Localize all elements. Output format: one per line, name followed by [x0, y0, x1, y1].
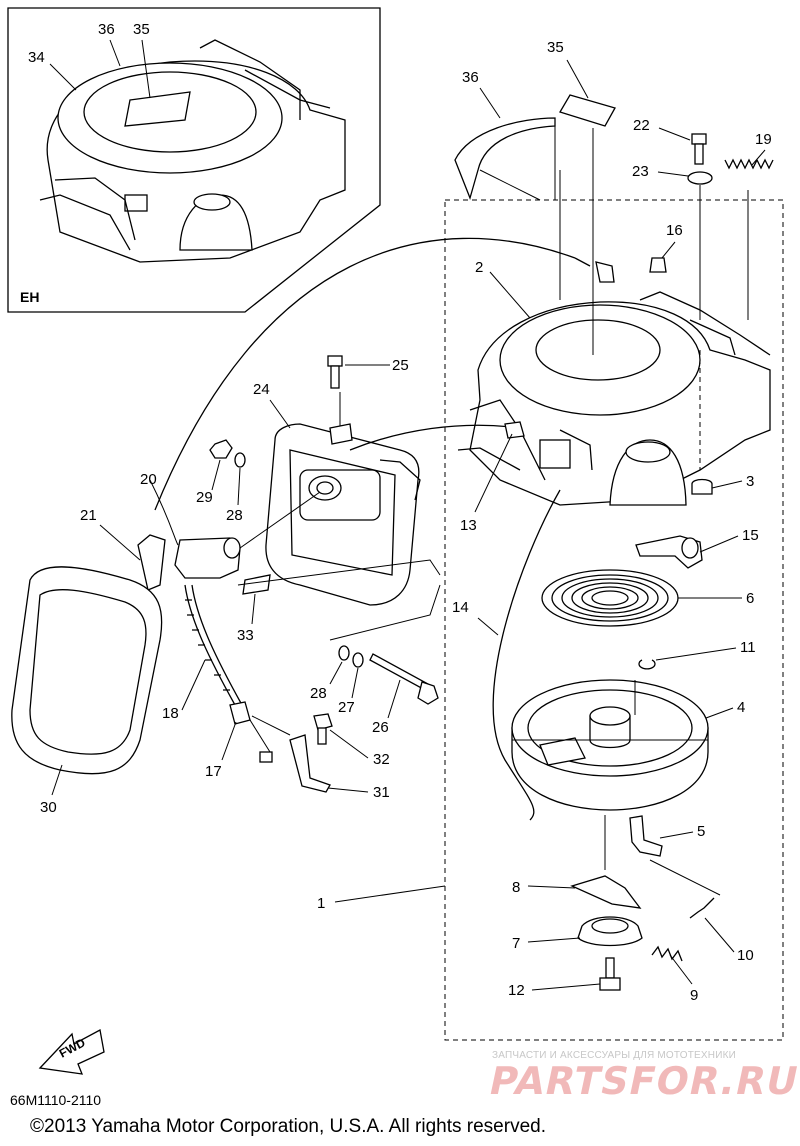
callout-4: 4	[737, 699, 745, 716]
part-10-spring	[689, 897, 715, 919]
part-11-ring	[638, 659, 656, 670]
part-17-stopper	[229, 701, 251, 725]
callout-27: 27	[338, 699, 355, 716]
callout-24: 24	[253, 381, 270, 398]
inset-label-plate	[124, 91, 191, 127]
part-13-cable	[349, 424, 521, 451]
callout-6: 6	[746, 590, 754, 607]
callout-18: 18	[162, 705, 179, 722]
part-24-handle-case	[265, 423, 421, 606]
part-9-spring	[651, 945, 683, 962]
callout-9: 9	[690, 987, 698, 1004]
part-21-clip	[137, 534, 166, 591]
callout-14: 14	[452, 599, 469, 616]
callout-7: 7	[512, 935, 520, 952]
callout-19: 19	[755, 131, 772, 148]
callout-15: 15	[742, 527, 759, 544]
callout-20: 20	[140, 471, 157, 488]
part-8-plate	[570, 875, 642, 909]
part-33-label	[242, 574, 271, 595]
inset-callout-34: 34	[28, 49, 45, 66]
callout-33: 33	[237, 627, 254, 644]
copyright-notice: ©2013 Yamaha Motor Corporation, U.S.A. A…	[30, 1116, 546, 1137]
fwd-arrow-icon: FWD	[38, 1029, 105, 1075]
part-31-bracket	[289, 734, 331, 793]
part-6-recoil-spring	[541, 569, 679, 627]
part-16-clip	[649, 257, 667, 273]
callout-3: 3	[746, 473, 754, 490]
part-29-nut	[209, 439, 233, 459]
part-12-bolt	[599, 957, 621, 991]
part-27-washer	[352, 652, 364, 668]
callout-12: 12	[508, 982, 525, 999]
callout-22: 22	[633, 117, 650, 134]
assembly-boundary	[444, 199, 784, 1041]
callout-17: 17	[205, 763, 222, 780]
callout-28-upper: 28	[226, 507, 243, 524]
callout-36: 36	[462, 69, 479, 86]
part-7-drive-plate	[577, 916, 643, 947]
callout-5: 5	[697, 823, 705, 840]
starter-cable	[154, 237, 576, 511]
part-5-pawl	[629, 815, 663, 857]
part-28-washer-lower	[338, 645, 350, 661]
callout-30: 30	[40, 799, 57, 816]
watermark-tagline: ЗАПЧАСТИ И АКСЕССУАРЫ ДЛЯ МОТОТЕХНИКИ	[492, 1050, 737, 1061]
callout-16: 16	[666, 222, 683, 239]
inset-eh-view: EH 34 36 35	[7, 7, 381, 313]
inset-label: EH	[20, 289, 39, 305]
callout-11: 11	[740, 639, 756, 656]
part-25-bolt	[327, 355, 343, 389]
callout-10: 10	[737, 947, 754, 964]
part-3-cap	[691, 478, 713, 495]
callout-1: 1	[317, 895, 325, 912]
inset-callout-35: 35	[133, 21, 150, 38]
callout-29: 29	[196, 489, 213, 506]
callout-31: 31	[373, 784, 390, 801]
cable-end-clip	[595, 261, 615, 283]
part-2-starter-housing	[457, 291, 771, 506]
callout-23: 23	[632, 163, 649, 180]
part-4-pulley	[511, 679, 709, 811]
callout-35: 35	[547, 39, 564, 56]
diagram-code: 66M1110-2110	[10, 1092, 102, 1108]
part-32-bolt	[313, 713, 333, 745]
part-35-label	[559, 94, 616, 127]
inset-callout-36: 36	[98, 21, 115, 38]
callout-25: 25	[392, 357, 409, 374]
part-28-washer-upper	[234, 452, 246, 468]
part-36-band	[454, 117, 556, 201]
part-26-bolt	[369, 653, 439, 705]
part-14-rope	[492, 489, 561, 821]
part-22-bolt	[691, 133, 707, 165]
callout-13: 13	[460, 517, 477, 534]
watermark-brand: PARTSFOR.RU	[485, 1059, 800, 1103]
callout-26: 26	[372, 719, 389, 736]
callout-2: 2	[475, 259, 483, 276]
part-23-washer	[687, 171, 713, 185]
part-19-spring	[724, 158, 774, 170]
callout-8: 8	[512, 879, 520, 896]
part-30-handle-grip	[11, 566, 163, 775]
callout-32: 32	[373, 751, 390, 768]
callout-21: 21	[80, 507, 97, 524]
inset-starter-housing	[39, 39, 346, 263]
callout-28-lower: 28	[310, 685, 327, 702]
